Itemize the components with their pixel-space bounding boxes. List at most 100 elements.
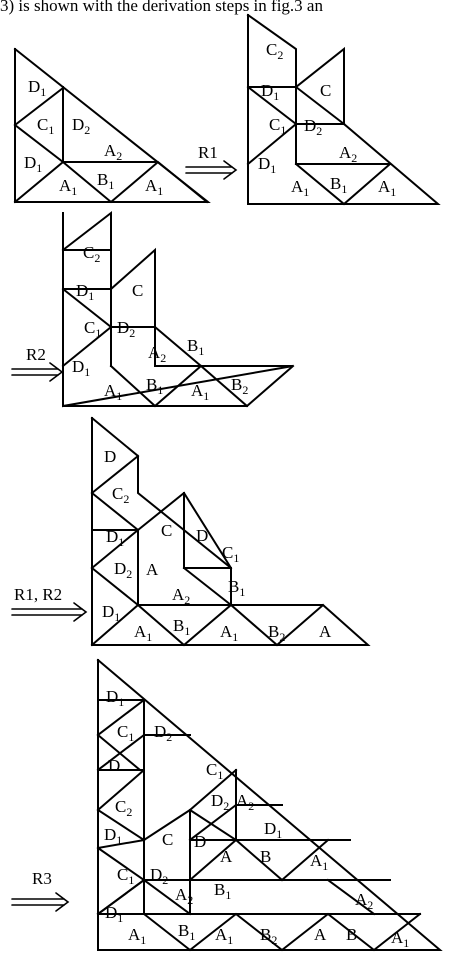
stage-after-r3-label: A2 — [175, 885, 193, 907]
stage-after-r2-label: A2 — [148, 343, 166, 365]
stage-2-edge-1 — [246, 13, 441, 205]
rule-label-4: R3 — [32, 869, 52, 888]
stage-after-r3-label: D — [194, 832, 206, 851]
rule-label-1: R1 — [198, 143, 218, 162]
rule-label-3: R1, R2 — [14, 585, 62, 604]
stage-after-r3-label: D — [108, 756, 120, 775]
stage-after-r2-label: D1 — [76, 281, 94, 303]
stage-5-edge-4 — [96, 733, 142, 772]
derivation-arrow-3 — [11, 602, 88, 622]
stage-initial-label: D2 — [72, 115, 90, 137]
stage-5-edge-18 — [142, 878, 192, 916]
stage-after-r3-label: B1 — [178, 921, 195, 943]
stage-after-r2-label: B2 — [231, 375, 248, 397]
stage-after-r1-label: D1 — [258, 154, 276, 176]
stage-after-r3-label: C1 — [117, 865, 134, 887]
stage-after-r2-label: C — [132, 281, 143, 300]
stage-after-r1-r2-label: D1 — [102, 602, 120, 624]
stage-after-r1-r2-label: D1 — [106, 527, 124, 549]
stage-after-r1-r2-label: C2 — [112, 484, 129, 506]
stage-5-edge-11 — [96, 838, 146, 850]
stage-after-r1-label: C — [320, 81, 331, 100]
stage-3-edge-9 — [153, 325, 203, 368]
stage-after-r1-r2-label: C — [161, 521, 172, 540]
stage-after-r1-label: C1 — [269, 115, 286, 137]
stage-after-r3-label: D1 — [106, 687, 124, 709]
stage-after-r1-r2-label: D — [104, 447, 116, 466]
stage-after-r3-label: C2 — [115, 797, 132, 819]
rule-label-2: R2 — [26, 345, 46, 364]
stage-5-edge-19 — [142, 912, 422, 952]
stage-5-edge-10 — [96, 808, 146, 842]
stage-after-r2-label: D1 — [72, 357, 90, 379]
caption-text: 3) is shown with the derivation steps in… — [0, 0, 323, 15]
stage-after-r1-r2-label: B1 — [173, 616, 190, 638]
stage-after-r1-label: A1 — [291, 177, 309, 199]
stage-1-edge-2 — [13, 86, 65, 127]
stage-initial-label: A1 — [59, 176, 77, 198]
stage-after-r1-label: A1 — [378, 177, 396, 199]
derivation-arrows — [11, 160, 238, 912]
stage-5-edge-6 — [96, 733, 146, 772]
stage-5-edge-27 — [280, 838, 330, 882]
stage-initial-label: D1 — [28, 77, 46, 99]
stage-after-r3-label: A1 — [215, 925, 233, 947]
stage-after-r3-label: A — [220, 847, 233, 866]
stage-after-r1-r2-label: A — [146, 560, 159, 579]
stage-after-r1-r2-label: A1 — [220, 622, 238, 644]
derivation-arrow-4 — [11, 892, 70, 912]
stage-after-r2-label: B1 — [187, 336, 204, 358]
stage-initial-label: C1 — [37, 115, 54, 137]
stage-4-edge-3 — [90, 491, 140, 532]
stage-5-edge-24 — [188, 768, 238, 812]
stage-after-r3-label: D2 — [154, 722, 172, 744]
stage-after-r1-label: C2 — [266, 40, 283, 62]
stage-after-r1-r2-label: A1 — [134, 622, 152, 644]
stage-4-edge-1 — [90, 416, 371, 646]
stage-after-r3-label: D1 — [105, 903, 123, 925]
stage-after-r3-label: A — [314, 925, 327, 944]
stage-initial-label: D1 — [24, 153, 42, 175]
stage-after-r2-label: A1 — [104, 381, 122, 403]
stage-after-r3-label: D2 — [211, 791, 229, 813]
stage-after-r3-label: C — [162, 830, 173, 849]
stage-initial-label: A1 — [145, 176, 163, 198]
stage-after-r2-label: D2 — [117, 318, 135, 340]
stage-after-r3-label: C1 — [117, 722, 134, 744]
stage-2-edge-5 — [294, 85, 346, 126]
stage-after-r1-r2-label: B2 — [268, 622, 285, 644]
stage-after-r1-r2-label: A — [319, 622, 332, 641]
stage-after-r3-label: A1 — [128, 925, 146, 947]
stage-after-r3-label: B — [260, 847, 271, 866]
stage-after-r3-label: A1 — [310, 851, 328, 873]
stage-4-edge-2 — [90, 454, 140, 495]
derivation-arrow-1 — [185, 160, 238, 180]
stage-4-edge-13 — [182, 566, 233, 607]
stage-after-r1-r2-label: B1 — [228, 577, 245, 599]
stage-after-r1-label: A2 — [339, 143, 357, 165]
stage-after-r1-label: B1 — [330, 174, 347, 196]
stage-after-r3-label: A2 — [355, 890, 373, 912]
stage-5-edge-9 — [96, 769, 145, 812]
stage-after-r1-label: D2 — [304, 116, 322, 138]
stage-after-r3-label: D1 — [104, 825, 122, 847]
stage-after-r1-label: D1 — [261, 81, 279, 103]
stage-after-r2-label: B1 — [146, 375, 163, 397]
stage-5-edge-28 — [326, 878, 376, 916]
stage-after-r1-r2-label: D2 — [114, 559, 132, 581]
stage-after-r3-label: D2 — [150, 865, 168, 887]
stage-after-r3-label: C1 — [206, 760, 223, 782]
stage-3-edge-1 — [61, 210, 294, 408]
stage-1-edge-6 — [61, 160, 209, 204]
stage-after-r3-label: A1 — [391, 928, 409, 950]
stage-5-edge-13 — [96, 878, 146, 916]
stage-5-edge-26 — [188, 803, 238, 842]
stage-after-r2-label: C1 — [84, 318, 101, 340]
stage-after-r3-label: D1 — [264, 819, 282, 841]
stage-4-edge-5 — [90, 528, 140, 570]
stage-initial-label: A2 — [104, 141, 122, 163]
stage-2-edge-8 — [294, 162, 392, 206]
